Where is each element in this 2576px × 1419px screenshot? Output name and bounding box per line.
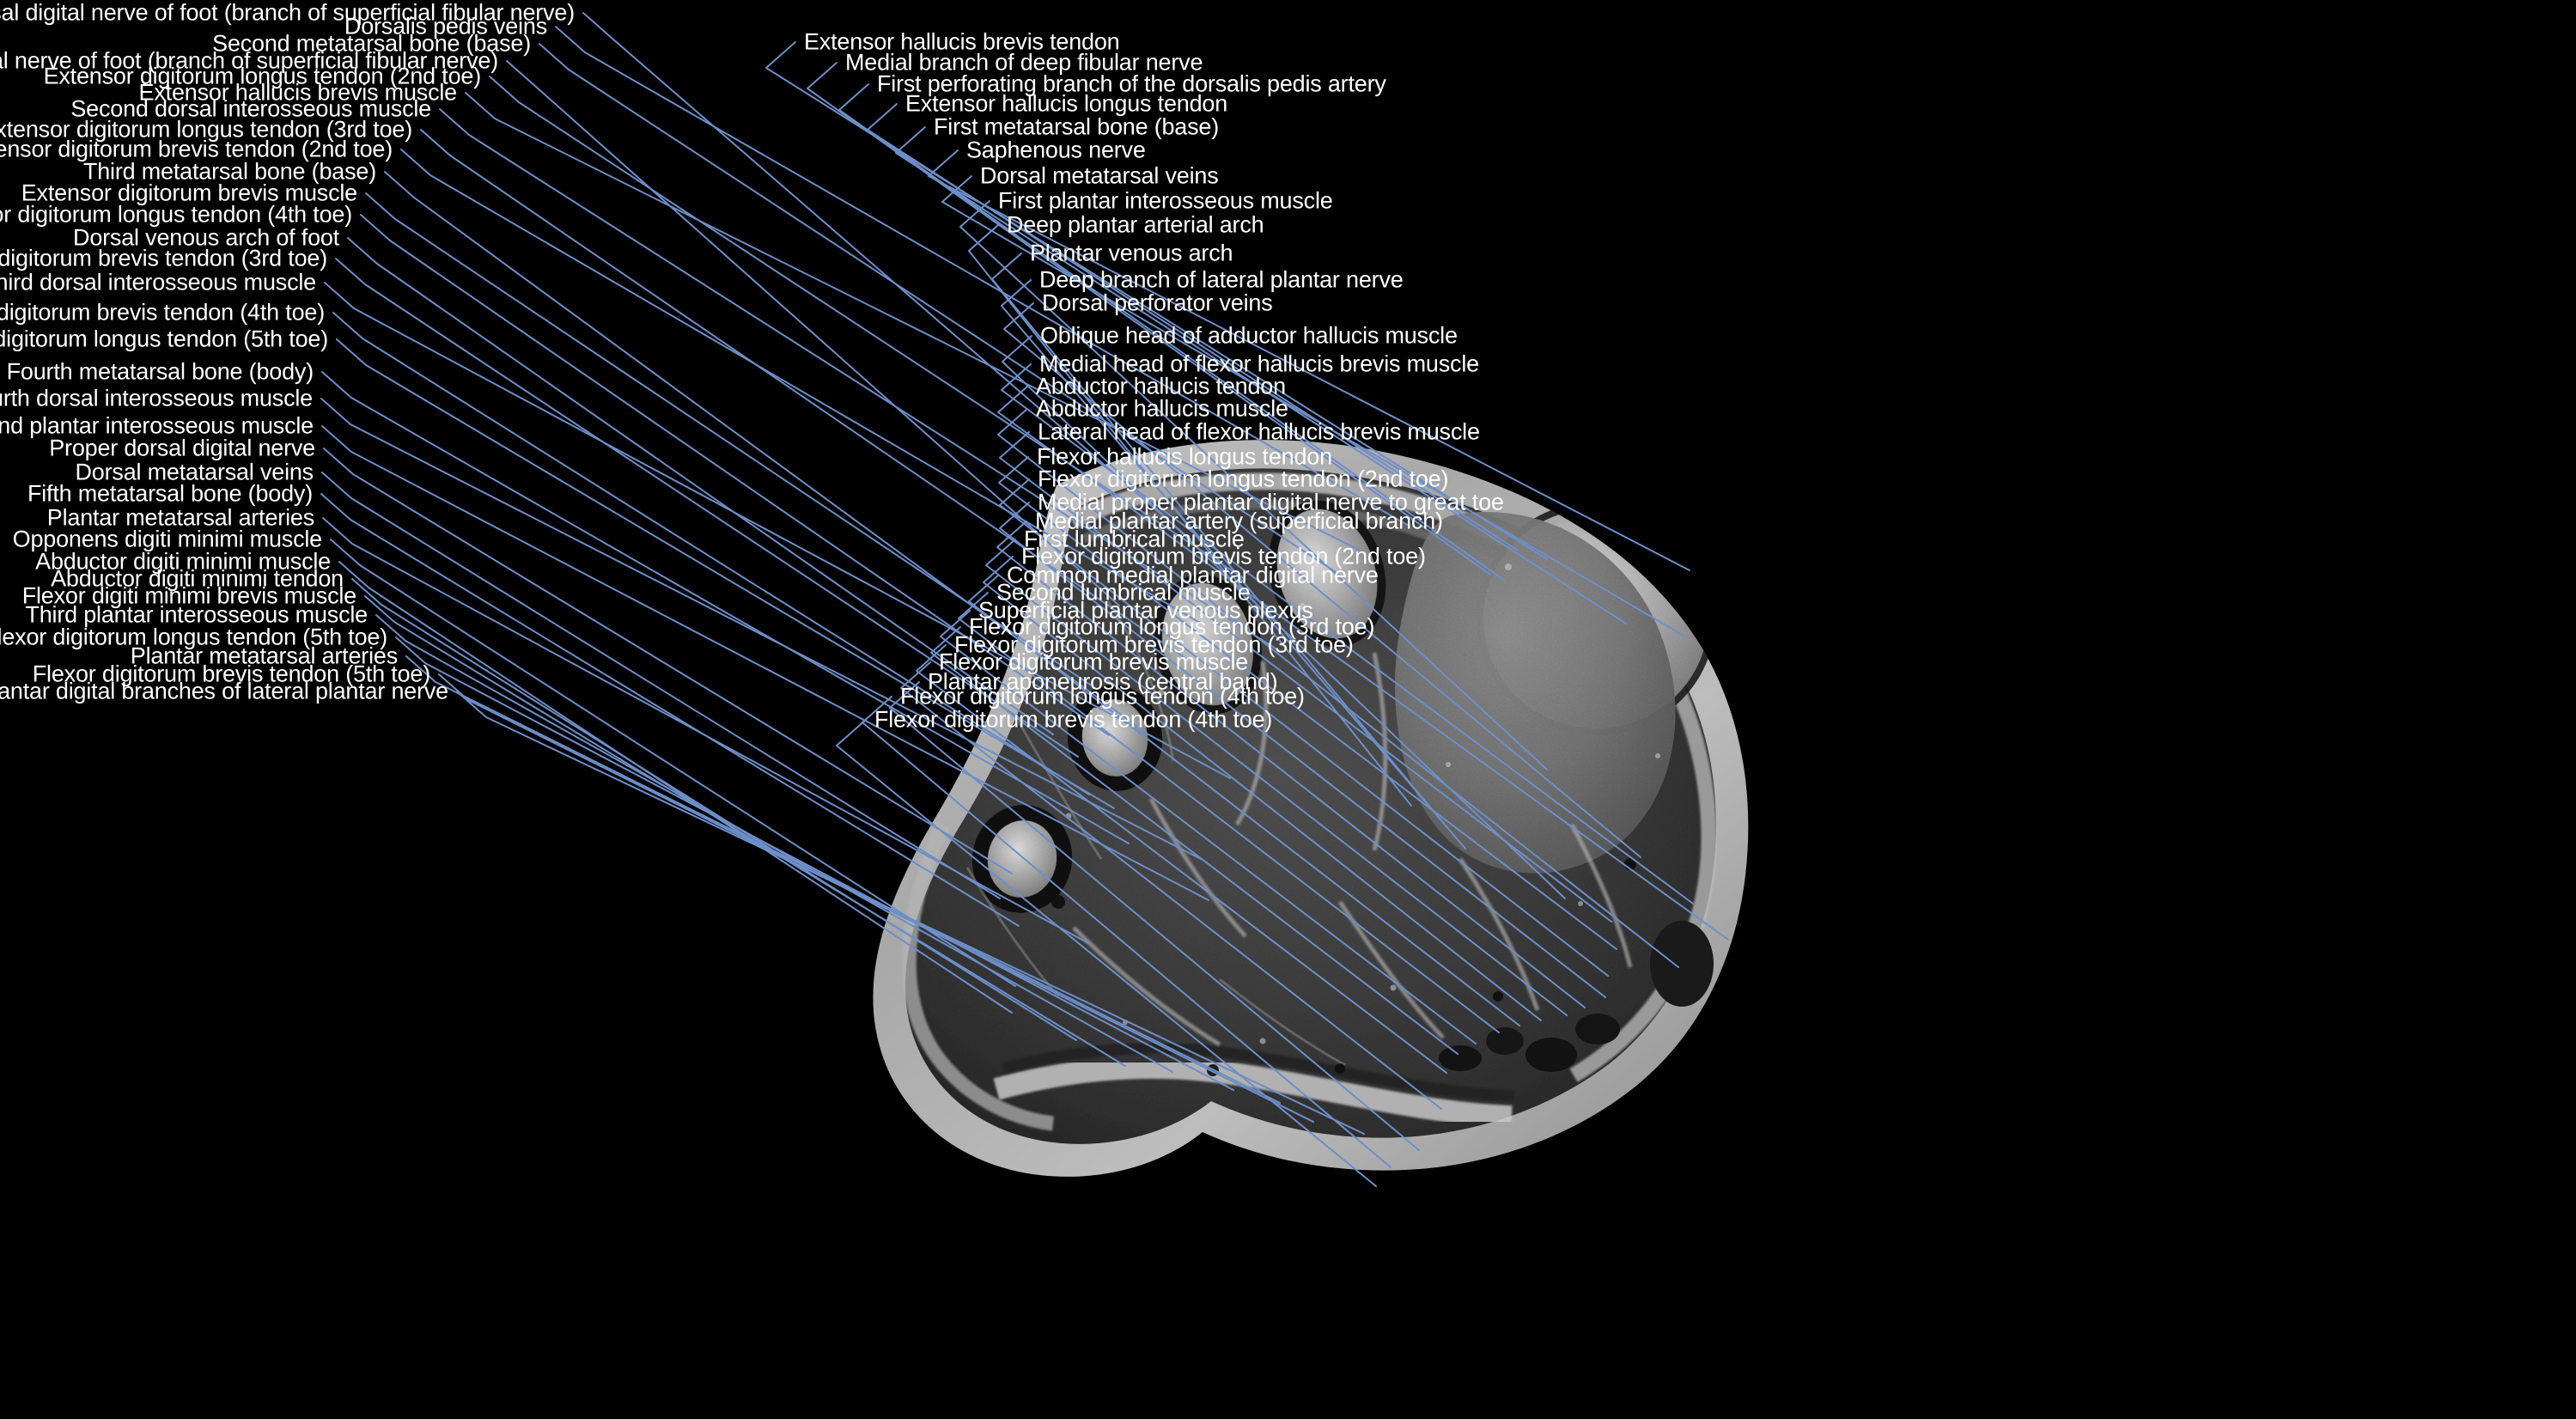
anatomy-label-medial-proper-plantar-digital-nerve-to-great-toe[interactable]: Medial proper plantar digital nerve to g… [1038,489,1504,515]
anatomy-label-extensor-digitorum-brevis-muscle[interactable]: Extensor digitorum brevis muscle [21,180,357,206]
anatomy-label-medial-branch-of-deep-fibular-nerve[interactable]: Medial branch of deep fibular nerve [845,49,1203,76]
anatomy-label-flexor-digitorum-longus-tendon-2nd-toe[interactable]: Flexor digitorum longus tendon (2nd toe) [1038,466,1449,492]
anatomy-label-abductor-hallucis-tendon[interactable]: Abductor hallucis tendon [1036,373,1286,399]
anatomy-label-common-medial-plantar-digital-nerve[interactable]: Common medial plantar digital nerve [1007,562,1379,588]
anatomy-label-first-perforating-branch-of-the-dorsalis-pedis-artery[interactable]: First perforating branch of the dorsalis… [877,70,1386,97]
anatomy-label-plantar-metatarsal-arteries[interactable]: Plantar metatarsal arteries [130,643,398,669]
anatomy-label-flexor-digitorum-longus-tendon-3rd-toe[interactable]: Flexor digitorum longus tendon (3rd toe) [969,613,1375,640]
anatomy-label-common-plantar-digital-branches-of-lateral-plantar-nerve[interactable]: Common plantar digital branches of later… [0,678,448,704]
anatomy-label-dorsal-digital-nerve-of-foot-branch-of-superficial-fibular-n[interactable]: Dorsal digital nerve of foot (branch of … [0,0,575,26]
anatomy-label-dorsal-perforator-veins[interactable]: Dorsal perforator veins [1042,289,1273,316]
anatomy-label-abductor-hallucis-muscle[interactable]: Abductor hallucis muscle [1036,395,1288,422]
anatomy-label-flexor-hallucis-longus-tendon[interactable]: Flexor hallucis longus tendon [1037,443,1332,470]
anatomy-label-extensor-hallucis-brevis-tendon[interactable]: Extensor hallucis brevis tendon [804,28,1120,55]
anatomy-label-medial-plantar-artery-superficial-branch[interactable]: Medial plantar artery (superficial branc… [1035,508,1443,534]
anatomy-label-medial-head-of-flexor-hallucis-brevis-muscle[interactable]: Medial head of flexor hallucis brevis mu… [1039,350,1479,377]
anatomy-label-second-metatarsal-bone-base[interactable]: Second metatarsal bone (base) [212,30,531,57]
anatomy-label-opponens-digiti-minimi-muscle[interactable]: Opponens digiti minimi muscle [12,526,323,552]
anatomy-label-third-metatarsal-bone-base[interactable]: Third metatarsal bone (base) [82,158,376,185]
anatomy-label-first-lumbrical-muscle[interactable]: First lumbrical muscle [1024,526,1245,552]
abductor-hallucis-mass [1395,511,1676,874]
anatomy-label-superficial-plantar-venous-plexus[interactable]: Superficial plantar venous plexus [978,597,1313,624]
anatomy-label-extensor-digitorum-longus-tendon-2nd-toe[interactable]: Extensor digitorum longus tendon (2nd to… [43,63,482,89]
anatomy-label-dorsal-metatarsal-veins[interactable]: Dorsal metatarsal veins [980,162,1219,189]
anatomy-label-extensor-digitorum-longus-tendon-5th-toe[interactable]: Extensor digitorum longus tendon (5th to… [0,326,328,352]
anatomy-label-flexor-digitorum-brevis-muscle[interactable]: Flexor digitorum brevis muscle [939,649,1249,675]
anatomy-label-extensor-digitorum-longus-tendon-3rd-toe[interactable]: Extensor digitorum longus tendon (3rd to… [0,116,412,143]
anatomy-label-first-metatarsal-bone-base[interactable]: First metatarsal bone (base) [934,113,1220,140]
anatomy-label-abductor-digiti-minimi-tendon[interactable]: Abductor digiti minimi tendon [51,565,344,592]
anatomy-label-proper-dorsal-digital-nerve[interactable]: Proper dorsal digital nerve [49,435,315,461]
flexor-hallucis-longus-tendon-void [1650,921,1714,1007]
anatomy-label-extensor-hallucis-brevis-muscle[interactable]: Extensor hallucis brevis muscle [138,79,458,106]
anatomy-label-second-dorsal-interosseous-muscle[interactable]: Second dorsal interosseous muscle [70,95,431,122]
anatomy-label-flexor-digitorum-brevis-tendon-5th-toe[interactable]: Flexor digitorum brevis tendon (5th toe) [32,661,430,687]
anatomy-label-plantar-venous-arch[interactable]: Plantar venous arch [1030,240,1233,266]
anatomy-label-flexor-digitorum-brevis-tendon-4th-toe[interactable]: Flexor digitorum brevis tendon (4th toe) [874,706,1273,733]
anatomy-label-flexor-digitorum-longus-tendon-5th-toe[interactable]: Flexor digitorum longus tendon (5th toe) [0,624,387,650]
anatomy-label-extensor-digitorum-brevis-tendon-4th-toe[interactable]: Extensor digitorum brevis tendon (4th to… [0,299,325,326]
anatomy-label-extensor-hallucis-longus-tendon[interactable]: Extensor hallucis longus tendon [905,90,1228,117]
anatomy-label-dorsal-metatarsal-veins[interactable]: Dorsal metatarsal veins [75,459,314,485]
anatomy-label-first-plantar-interosseous-muscle[interactable]: First plantar interosseous muscle [998,187,1333,214]
anatomy-label-fourth-metatarsal-bone-body[interactable]: Fourth metatarsal bone (body) [6,358,314,385]
anatomy-label-flexor-digitorum-brevis-tendon-2nd-toe[interactable]: Flexor digitorum brevis tendon (2nd toe) [1021,543,1426,569]
anatomy-label-plantar-aponeurosis-central-band[interactable]: Plantar aponeurosis (central band) [928,668,1278,695]
anatomy-label-dorsalis-pedis-veins[interactable]: Dorsalis pedis veins [344,13,547,40]
anatomy-label-dorsal-venous-arch-of-foot[interactable]: Dorsal venous arch of foot [73,224,339,251]
anatomy-label-flexor-digitorum-longus-tendon-4th-toe[interactable]: Flexor digitorum longus tendon (4th toe) [900,683,1305,710]
anatomy-label-second-plantar-interosseous-muscle[interactable]: Second plantar interosseous muscle [0,412,314,439]
anatomy-label-third-dorsal-interosseous-muscle[interactable]: Third dorsal interosseous muscle [0,269,316,295]
anatomy-label-extensor-digitorum-longus-tendon-4th-toe[interactable]: Extensor digitorum longus tendon (4th to… [0,201,352,228]
anatomy-label-oblique-head-of-adductor-hallucis-muscle[interactable]: Oblique head of adductor hallucis muscle [1040,322,1458,349]
anatomy-label-flexor-digiti-minimi-brevis-muscle[interactable]: Flexor digiti minimi brevis muscle [21,582,356,609]
anatomy-label-flexor-digitorum-brevis-tendon-3rd-toe[interactable]: Flexor digitorum brevis tendon (3rd toe) [954,631,1354,658]
anatomy-label-extensor-digitorum-brevis-tendon-2nd-toe[interactable]: Extensor digitorum brevis tendon (2nd to… [0,136,393,162]
anatomy-label-abductor-digiti-minimi-muscle[interactable]: Abductor digiti minimi muscle [35,548,331,575]
anatomy-label-deep-plantar-arterial-arch[interactable]: Deep plantar arterial arch [1007,211,1264,238]
anatomy-label-fourth-dorsal-interosseous-muscle[interactable]: Fourth dorsal interosseous muscle [0,385,313,411]
anatomy-label-lateral-head-of-flexor-hallucis-brevis-muscle[interactable]: Lateral head of flexor hallucis brevis m… [1038,418,1480,445]
anatomy-label-second-lumbrical-muscle[interactable]: Second lumbrical muscle [996,579,1251,606]
anatomy-label-fifth-metatarsal-bone-body[interactable]: Fifth metatarsal bone (body) [27,480,313,507]
anatomy-label-plantar-metatarsal-arteries[interactable]: Plantar metatarsal arteries [46,504,314,531]
anatomy-label-saphenous-nerve[interactable]: Saphenous nerve [966,137,1146,163]
anatomy-label-third-plantar-interosseous-muscle[interactable]: Third plantar interosseous muscle [25,601,368,628]
anatomy-label-dorsal-digital-nerve-of-foot-branch-of-superficial-fibular-n[interactable]: Dorsal digital nerve of foot (branch of … [0,47,498,74]
anatomy-label-deep-branch-of-lateral-plantar-nerve[interactable]: Deep branch of lateral plantar nerve [1039,266,1404,293]
anatomy-label-extensor-digitorum-brevis-tendon-3rd-toe[interactable]: Extensor digitorum brevis tendon (3rd to… [0,245,327,271]
